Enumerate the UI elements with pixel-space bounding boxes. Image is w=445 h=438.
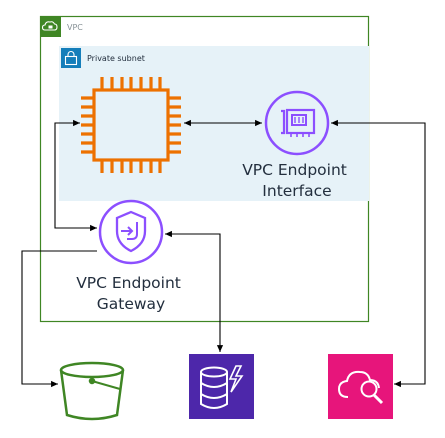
lock-icon	[61, 48, 81, 68]
connector-gateway-s3	[21, 250, 97, 388]
gateway-endpoint-label: VPC Endpoint Gateway	[76, 274, 186, 313]
shield-gateway-icon	[98, 199, 164, 265]
vpc-icon	[40, 16, 61, 37]
subnet-label: Private subnet	[87, 54, 145, 63]
interface-endpoint-label: VPC Endpoint Interface	[242, 161, 352, 200]
connector-interface-cloudwatch	[331, 119, 426, 388]
ec2-chip-icon	[81, 77, 181, 173]
connector-gateway-dynamodb	[165, 230, 224, 352]
bucket-icon	[59, 361, 125, 421]
connector-ec2-gateway	[54, 119, 97, 232]
gateway-endpoint-line1: VPC Endpoint	[76, 274, 181, 292]
cloud-search-icon	[328, 354, 393, 419]
network-card-icon	[264, 90, 330, 156]
dynamodb-icon	[189, 354, 254, 419]
interface-endpoint-line2: Interface	[262, 182, 331, 200]
connectors	[21, 119, 426, 388]
gateway-endpoint-line2: Gateway	[97, 295, 165, 313]
interface-endpoint-line1: VPC Endpoint	[242, 161, 347, 179]
vpc-label: VPC	[67, 23, 83, 32]
